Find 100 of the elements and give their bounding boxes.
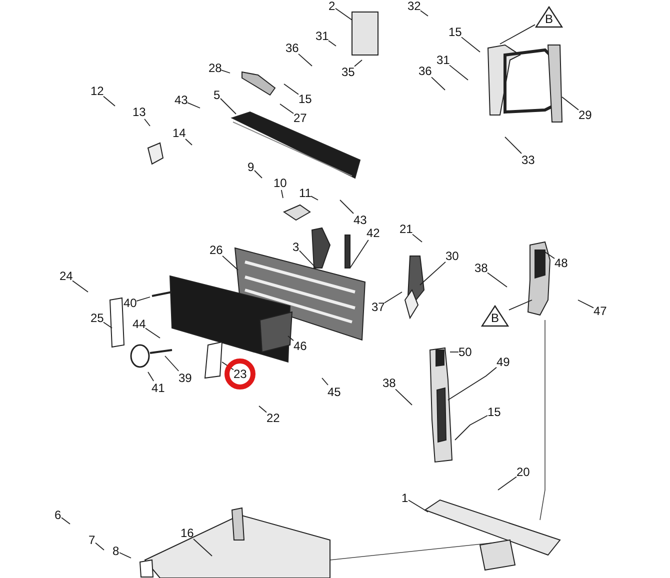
callout-number: 5	[214, 88, 220, 102]
callout-number: 45	[328, 385, 341, 399]
leader-line	[103, 96, 116, 106]
callout-number: 40	[124, 296, 137, 310]
leader-line	[420, 261, 446, 286]
leader-line	[280, 104, 294, 114]
callout-number: 38	[382, 376, 396, 390]
leader-line	[562, 96, 579, 110]
callout-number: 22	[266, 411, 280, 425]
leader-line	[448, 366, 497, 400]
callout-number: 24	[60, 269, 73, 283]
callout-number: 16	[180, 526, 194, 540]
leader-line	[103, 322, 112, 328]
leader-line	[449, 64, 468, 80]
leader-line	[145, 328, 160, 338]
leader-line	[136, 296, 150, 302]
leader-line	[280, 190, 284, 198]
callout-number: 14	[172, 126, 186, 140]
callout-number: 12	[90, 84, 104, 98]
callout-number: 49	[496, 355, 510, 369]
leader-line	[578, 300, 594, 308]
leader-line	[298, 53, 312, 66]
callout-number: 30	[446, 249, 459, 263]
leader-line	[335, 8, 352, 20]
callout-number: 15	[298, 92, 312, 106]
leader-line	[95, 542, 104, 550]
leader-line	[310, 196, 318, 200]
callout-number: 25	[90, 311, 104, 325]
callout-number: 35	[342, 65, 355, 79]
callout-number: 3	[292, 240, 300, 254]
callout-number: 44	[132, 317, 146, 331]
leader-line	[322, 378, 328, 386]
leader-line	[185, 138, 192, 146]
leader-line	[340, 200, 354, 214]
callout-number: 21	[400, 222, 413, 236]
leader-line	[254, 170, 262, 178]
callout-number: 27	[294, 111, 307, 125]
callout-number: 36	[418, 64, 432, 78]
callout-number: 39	[178, 371, 192, 385]
callout-number: 46	[294, 339, 307, 353]
leader-line	[148, 372, 154, 382]
leader-line	[412, 234, 422, 242]
callout-number: 11	[299, 186, 312, 200]
callout-number: 1	[402, 491, 408, 505]
leader-line	[144, 118, 150, 126]
leader-line	[454, 415, 488, 440]
leader-line	[408, 500, 428, 512]
callout-number: 43	[174, 93, 188, 107]
callout-number: 36	[286, 41, 299, 55]
leader-line	[220, 98, 236, 114]
callout-number: 38	[474, 261, 488, 275]
callout-number: 8	[112, 544, 120, 558]
leader-line	[221, 70, 230, 74]
leader-line	[498, 476, 517, 490]
callout-number: 32	[408, 0, 421, 13]
callout-number: 2	[328, 0, 336, 13]
callout-number: 15	[448, 25, 462, 39]
leader-line	[288, 336, 294, 342]
callout-number: 47	[594, 304, 607, 318]
callout-number: 31	[316, 29, 329, 43]
leader-line	[420, 10, 428, 16]
callout-number: 50	[458, 345, 472, 359]
leader-line	[258, 406, 267, 413]
leader-line	[350, 240, 369, 268]
leader-line	[431, 76, 446, 90]
callout-number: 29	[578, 108, 592, 122]
leader-line	[284, 84, 299, 95]
callout-number: 13	[132, 105, 146, 119]
leader-line	[395, 388, 412, 406]
leader-line	[164, 356, 180, 372]
callout-number: 15	[488, 405, 501, 419]
leader-line	[222, 362, 234, 370]
callout-number: 48	[554, 256, 568, 270]
leader-line	[187, 102, 200, 108]
reference-triangle	[535, 6, 563, 28]
callout-number: 37	[372, 300, 385, 314]
leader-line	[354, 60, 362, 67]
leader-line	[544, 252, 555, 259]
callout-number: 28	[208, 61, 222, 75]
leader-line	[119, 552, 132, 558]
callout-number: 20	[516, 465, 530, 479]
leader-line	[299, 250, 316, 268]
callout-number: 23	[234, 367, 247, 381]
reference-letter: B	[544, 11, 554, 26]
callout-number: 43	[354, 213, 367, 227]
leader-line	[328, 40, 336, 46]
leader-line	[384, 292, 402, 304]
callout-number: 31	[436, 53, 450, 67]
reference-letter: B	[490, 310, 500, 325]
leader-line	[487, 272, 508, 288]
callout-number: 10	[274, 176, 287, 190]
leader-line	[193, 538, 212, 556]
leader-line	[500, 24, 536, 44]
callout-number: 33	[522, 153, 535, 167]
callout-number: 41	[152, 381, 165, 395]
callout-number: 9	[248, 160, 254, 174]
reference-triangle	[481, 305, 509, 327]
callout-number: 26	[210, 243, 223, 257]
leader-line	[222, 255, 238, 270]
leader-line	[508, 300, 532, 310]
